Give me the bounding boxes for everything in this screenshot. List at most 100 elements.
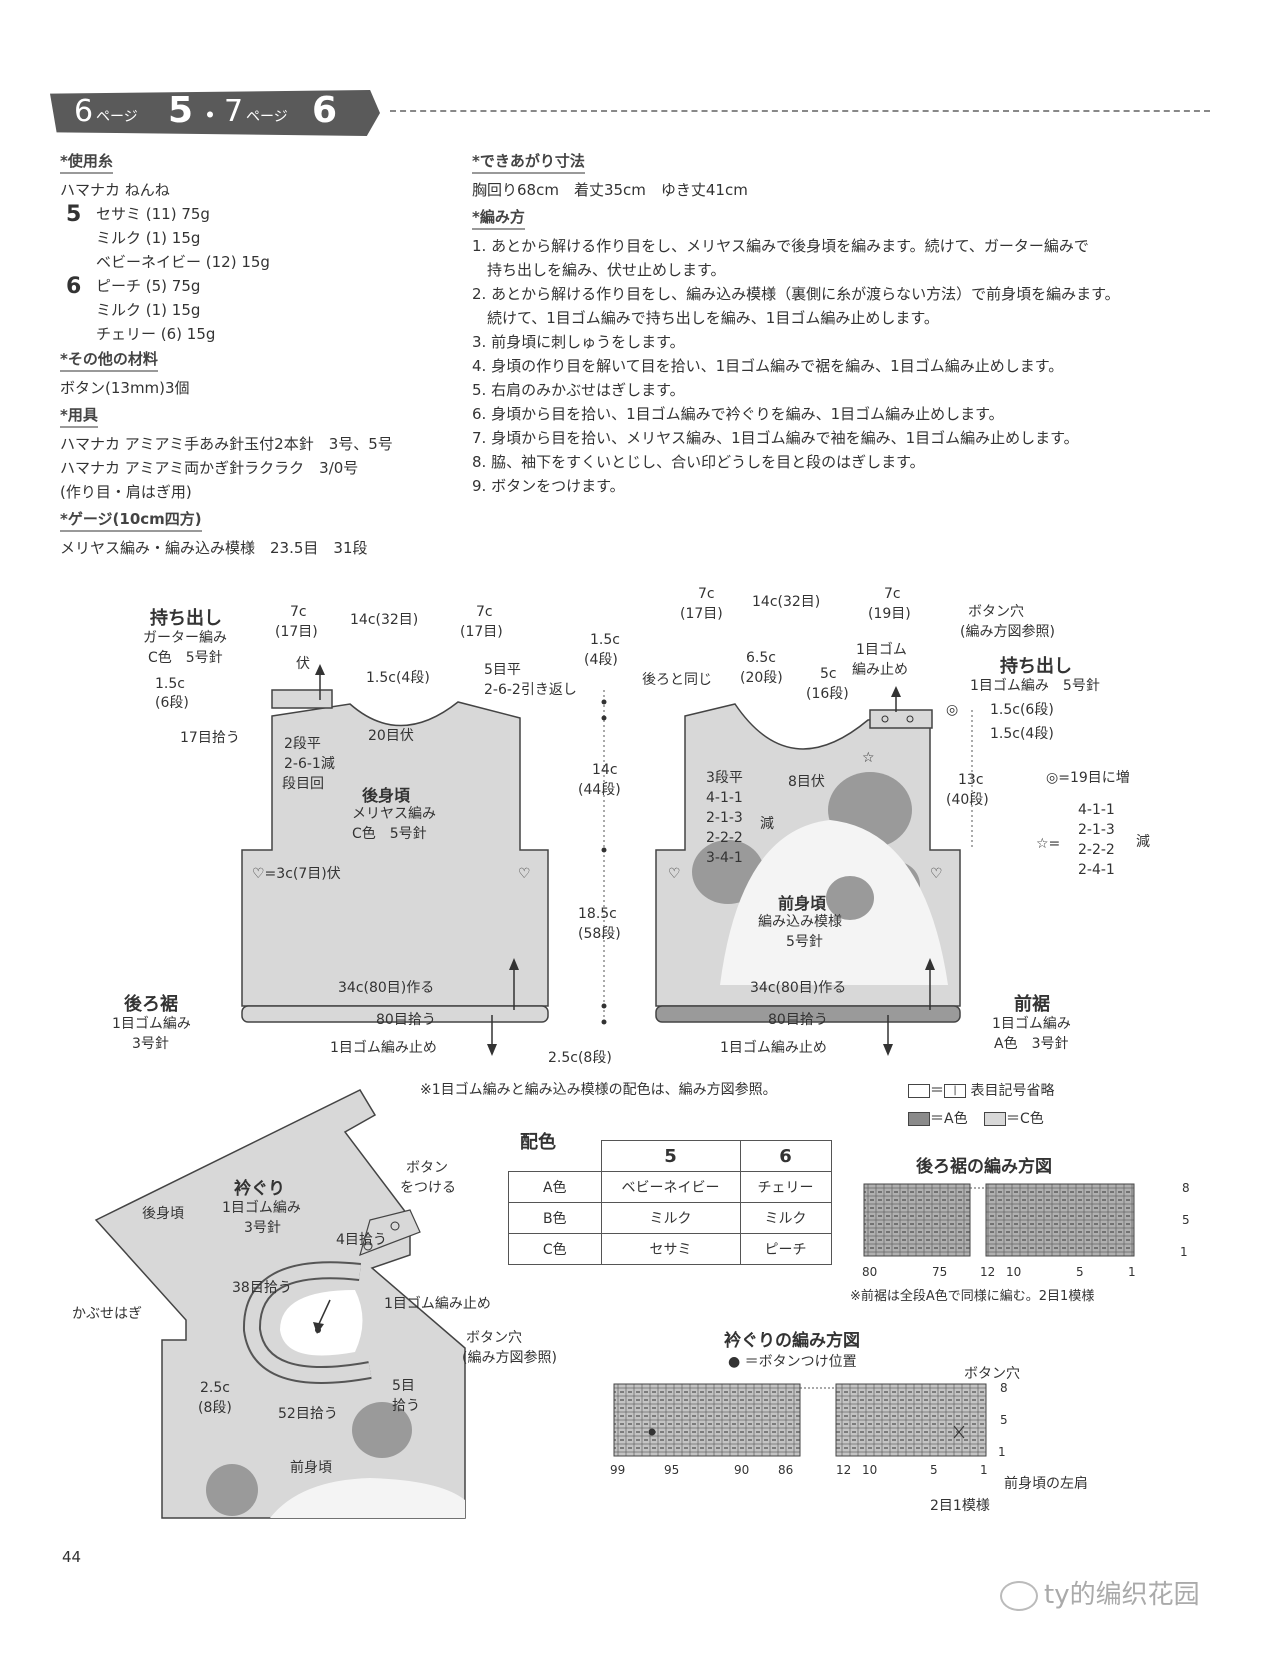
legend-c-swatch: [984, 1112, 1007, 1126]
neck-stop: 1目ゴム編み止め: [384, 1296, 491, 1312]
front-star-val: 4-1-1: [1078, 802, 1115, 818]
table-head: 5: [600, 1140, 741, 1172]
header-num1: 5: [168, 90, 194, 131]
table-row: C色 セサミ ピーチ: [508, 1233, 832, 1265]
neck-y-label: 1: [998, 1445, 1006, 1459]
method-step: 5. 右肩のみかぶせはぎします。: [472, 381, 685, 399]
method-step: 持ち出しを編み、伏せ止めします。: [472, 261, 726, 279]
neck-dot-pattern: [206, 1464, 258, 1516]
front-stop: 1目ゴム編み止め: [720, 1040, 827, 1056]
buttonhole-mark: [953, 1425, 965, 1439]
back-c5b: C色 5号針: [352, 826, 427, 842]
back-r5: 5目平: [484, 662, 521, 678]
back-d261: 2-6-1減: [284, 756, 335, 772]
method-step: 9. ボタンをつけます。: [472, 477, 625, 495]
hem-chart-note: ※前裾は全段A色で同様に編む。2目1模様: [850, 1289, 1095, 1304]
hem-chart-title: 後ろ裾の編み方図: [916, 1157, 1052, 1177]
front-circle-mark: ◎: [946, 702, 959, 718]
neck-title: 衿ぐり: [234, 1179, 285, 1199]
back-danme: 段目回: [282, 776, 324, 792]
front-gen: 減: [1136, 834, 1150, 850]
set5-item: ベビーネイビー (12) 15g: [96, 253, 270, 271]
back-hem-knit: 1目ゴム編み: [112, 1016, 191, 1032]
neck-x-label: 86: [778, 1463, 794, 1477]
neck-chart-hole: ボタン穴: [964, 1366, 1020, 1382]
tools-title: *用具: [60, 404, 98, 428]
neck-kabuse: かぶせはぎ: [72, 1306, 142, 1322]
hem-y-label: 8: [1182, 1181, 1190, 1195]
table-cell: C色: [508, 1233, 602, 1265]
set6-item: ミルク (1) 15g: [96, 301, 201, 319]
neck-x-label: 12: [836, 1463, 852, 1477]
back-mochidashi-title: 持ち出し: [150, 608, 222, 629]
arrow-line: [317, 1299, 331, 1327]
hem-chart-grid: [863, 1183, 1135, 1257]
back-fuse: 伏: [296, 656, 310, 672]
vdim-c: 18.5c: [578, 906, 617, 922]
legend-eq: ＝: [930, 1083, 944, 1099]
watermark-text: ty的编织花园: [1044, 1580, 1200, 1610]
front-pick80: 80目拾う: [768, 1012, 828, 1028]
neck-light-pattern: [270, 1478, 465, 1518]
dim-dot: [601, 699, 607, 705]
vdim-b2: (44段): [578, 782, 621, 798]
back-heart: ♡=3c(7目)伏: [252, 866, 341, 882]
button-mark: [390, 1221, 400, 1231]
front-gen2: 減: [760, 816, 774, 832]
vdim-a2: (4段): [584, 652, 618, 668]
hem-x-label: 12: [980, 1265, 996, 1279]
set6-number: 6: [66, 274, 82, 299]
front-d16: (16段): [806, 686, 849, 702]
table-cell: ベビーネイビー: [600, 1171, 741, 1203]
front-left-val: 3段平: [706, 770, 743, 786]
button-hole-mark: [906, 715, 914, 723]
arrow-head: [883, 1044, 893, 1056]
hem-y-label: 1: [1180, 1245, 1188, 1259]
front-same: 後ろと同じ: [642, 672, 712, 688]
neck-hole2: (編み方図参照): [462, 1350, 557, 1366]
table-row: 5 6: [509, 1140, 832, 1172]
front-left-val: 2-2-2: [706, 830, 743, 846]
other-materials: ボタン(13mm)3個: [60, 379, 190, 397]
back-w-7c-r: 7c: [476, 604, 493, 620]
arrow-head: [509, 958, 519, 970]
hem-y-label: 5: [1182, 1213, 1190, 1227]
finished-title: *できあがり寸法: [472, 150, 585, 174]
neck-needle: 3号針: [244, 1220, 281, 1236]
front-star-val: 2-1-3: [1078, 822, 1115, 838]
color-table-title: 配色: [520, 1132, 556, 1153]
front-w-7c-l: 7c: [698, 586, 715, 602]
front-star: ☆=: [1036, 836, 1061, 852]
front-w-14c: 14c(32目): [752, 594, 821, 610]
front-hem-knit: 1目ゴム編み: [992, 1016, 1071, 1032]
legend-c-text: ＝C色: [1006, 1111, 1044, 1127]
table-cell: ピーチ: [739, 1233, 832, 1265]
header-page2: 7: [224, 94, 244, 129]
back-stop: 1目ゴム編み止め: [330, 1040, 437, 1056]
front-star-val: 2-4-1: [1078, 862, 1115, 878]
neck-left-shoulder: 前身頃の左肩: [1004, 1476, 1088, 1492]
front-d20: (20段): [740, 670, 783, 686]
method-block: *できあがり寸法 胸回り68cm 着丈35cm ゆき丈41cm *編み方 1. …: [472, 150, 1120, 498]
page-number: 44: [62, 1548, 82, 1566]
table-cell: B色: [508, 1202, 602, 1234]
method-step: 3. 前身頃に刺しゅうをします。: [472, 333, 685, 351]
dim-dot: [601, 847, 607, 853]
neck-p38: 38目拾う: [232, 1280, 292, 1296]
back-h6: (6段): [155, 695, 189, 711]
set6-list: ピーチ (5) 75g ミルク (1) 15g チェリー (6) 15g: [96, 274, 215, 346]
neck-y-label: 8: [1000, 1381, 1008, 1395]
set6-item: チェリー (6) 15g: [96, 325, 216, 343]
back-knit: メリヤス編み: [352, 806, 436, 822]
back-cast: 34c(80目)作る: [338, 980, 435, 996]
front-w-19-r: (19目): [868, 606, 911, 622]
back-h15-4: 1.5c(4段): [366, 670, 430, 686]
method-step: 2. あとから解ける作り目をし、編み込み模様（裏側に糸が渡らない方法）で前身頃を…: [472, 285, 1120, 303]
finished-text: 胸回り68cm 着丈35cm ゆき丈41cm: [472, 181, 748, 199]
button-position-dot: [648, 1428, 656, 1436]
neck-x-label: 95: [664, 1463, 680, 1477]
header-page1: 6: [74, 94, 94, 129]
table-row: A色 ベビーネイビー チェリー: [508, 1171, 832, 1203]
table-corner: [509, 1141, 602, 1172]
